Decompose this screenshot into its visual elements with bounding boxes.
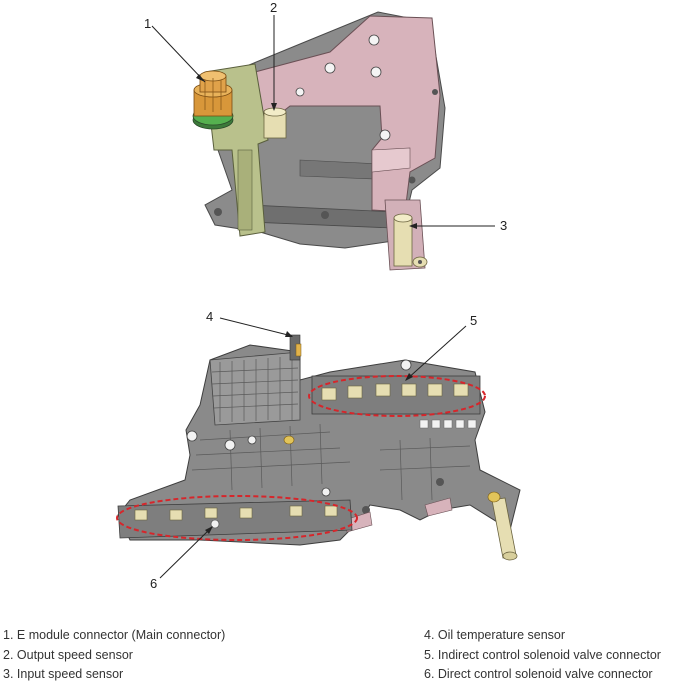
legend-item-oil-temperature-sensor: 4. Oil temperature sensor — [424, 628, 566, 642]
oil-temperature-sensor — [289, 334, 302, 361]
legend-item-e-module-connector: 1. E module connector (Main connector) — [3, 628, 226, 642]
legend-item-input-speed-sensor: 3. Input speed sensor — [3, 667, 124, 681]
callout-3: 3 — [409, 218, 507, 233]
callout-5: 5 — [405, 313, 477, 381]
legend-right-column: 4. Oil temperature sensor 5. Indirect co… — [424, 626, 661, 685]
svg-text:2: 2 — [270, 0, 277, 15]
callout-2: 2 — [270, 0, 277, 111]
legend-item-output-speed-sensor: 2. Output speed sensor — [3, 647, 133, 662]
output-speed-sensor — [263, 107, 287, 139]
callout-4: 4 — [206, 309, 293, 337]
callout-1: 1 — [144, 16, 206, 83]
svg-text:4: 4 — [206, 309, 213, 324]
direct-control-connectors — [117, 499, 353, 539]
callout-6: 6 — [150, 526, 213, 591]
legend-item-indirect-control-connector: 5. Indirect control solenoid valve conne… — [424, 647, 661, 662]
legend-item-direct-control-connector: 6. Direct control solenoid valve connect… — [424, 667, 653, 681]
svg-text:5: 5 — [470, 313, 477, 328]
lower-right-stud — [487, 491, 518, 561]
legend: 1. E module connector (Main connector) 2… — [0, 626, 686, 684]
legend-left-column: 1. E module connector (Main connector) 2… — [3, 626, 225, 685]
e-module-connector — [192, 70, 234, 130]
highlight-ring-6 — [116, 495, 358, 541]
input-speed-sensor — [393, 213, 428, 268]
upper-assembly — [192, 11, 446, 271]
svg-text:6: 6 — [150, 576, 157, 591]
valve-body-diagram: 1 2 3 — [116, 0, 521, 591]
svg-text:3: 3 — [500, 218, 507, 233]
lower-assembly — [117, 334, 521, 561]
highlight-ring-5 — [308, 375, 486, 417]
indirect-control-connectors — [311, 375, 481, 415]
svg-text:1: 1 — [144, 16, 151, 31]
